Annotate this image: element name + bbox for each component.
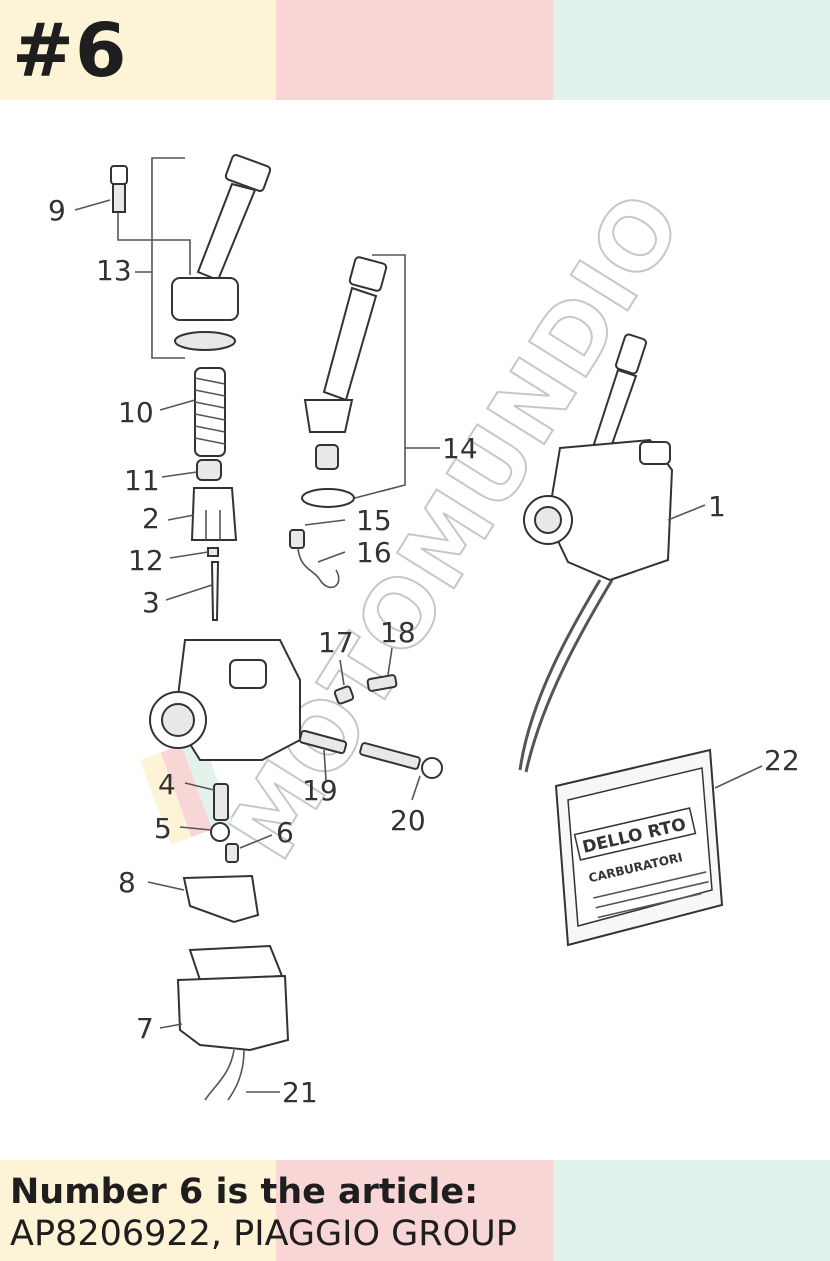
part-12-clip bbox=[207, 547, 219, 557]
band-segment-mint bbox=[553, 1160, 830, 1261]
part-4-jet bbox=[213, 783, 229, 821]
page-title: #6 bbox=[12, 8, 128, 94]
callout-4: 4 bbox=[158, 768, 176, 801]
caption-heading: Number 6 is the article: bbox=[10, 1172, 479, 1212]
leader-1 bbox=[667, 504, 706, 521]
callout-14: 14 bbox=[442, 432, 478, 465]
callout-2: 2 bbox=[142, 502, 160, 535]
callout-7: 7 bbox=[136, 1012, 154, 1045]
part-8-clamp bbox=[182, 874, 260, 924]
part-14-cable-cover bbox=[301, 256, 388, 508]
leader-22 bbox=[714, 765, 763, 789]
leader-7 bbox=[159, 1023, 183, 1029]
leader-15 bbox=[304, 519, 346, 526]
leader-3 bbox=[165, 584, 213, 601]
leader-11 bbox=[161, 471, 198, 478]
leader-6 bbox=[239, 834, 273, 849]
part-9-bolt bbox=[110, 165, 128, 213]
callout-11: 11 bbox=[124, 464, 160, 497]
part-20-screw bbox=[359, 742, 443, 779]
callout-17: 17 bbox=[318, 626, 354, 659]
part-10-spring bbox=[194, 367, 226, 457]
footer-color-band bbox=[0, 1160, 830, 1261]
callout-20: 20 bbox=[390, 804, 426, 837]
callout-9: 9 bbox=[48, 194, 66, 227]
band-segment-mint bbox=[553, 0, 830, 100]
leader-18 bbox=[387, 647, 393, 676]
leader-10 bbox=[159, 399, 196, 411]
callout-22: 22 bbox=[764, 744, 800, 777]
band-segment-pink bbox=[276, 0, 553, 100]
leader-12 bbox=[169, 551, 209, 559]
part-17-screw bbox=[333, 685, 355, 705]
band-segment-cream bbox=[0, 0, 276, 100]
callout-18: 18 bbox=[380, 616, 416, 649]
part-19-screw bbox=[298, 729, 348, 755]
band-segment-cream bbox=[0, 1160, 276, 1261]
part-6-jet bbox=[225, 843, 239, 863]
callout-3: 3 bbox=[142, 586, 160, 619]
callout-1: 1 bbox=[708, 490, 726, 523]
callout-12: 12 bbox=[128, 544, 164, 577]
callout-15: 15 bbox=[356, 504, 392, 537]
leader-19 bbox=[323, 749, 327, 781]
header-color-band bbox=[0, 0, 830, 100]
callout-8: 8 bbox=[118, 866, 136, 899]
exploded-parts-diagram: MOTOMUNDIO bbox=[48, 154, 800, 1109]
part-carburetor-body bbox=[149, 639, 301, 761]
leader-13-inner bbox=[117, 208, 191, 275]
part-18-screw bbox=[366, 674, 398, 692]
part-5-jet bbox=[210, 822, 230, 842]
bracket-14 bbox=[354, 254, 406, 499]
callout-6: 6 bbox=[276, 816, 294, 849]
leader-4 bbox=[184, 782, 215, 791]
callout-16: 16 bbox=[356, 536, 392, 569]
part-22-sticker: DELLO RTO CARBURATORI bbox=[554, 748, 724, 947]
caption-article-number: AP8206922, PIAGGIO GROUP bbox=[10, 1214, 517, 1254]
callout-10: 10 bbox=[118, 396, 154, 429]
part-1-assembled-carburetor bbox=[518, 333, 674, 773]
part-15-16-fuel-fitting bbox=[289, 529, 340, 589]
leader-5 bbox=[179, 826, 212, 831]
leader-2 bbox=[167, 514, 195, 521]
part-13-cable-fitting bbox=[171, 154, 272, 351]
part-2-throttle-slide bbox=[190, 487, 238, 541]
callout-19: 19 bbox=[302, 774, 338, 807]
part-11-needle-retainer bbox=[196, 459, 222, 481]
part-7-float-bowl bbox=[176, 944, 290, 1101]
callout-21: 21 bbox=[282, 1076, 318, 1109]
leader-8 bbox=[147, 881, 185, 891]
bracket-13 bbox=[151, 157, 185, 359]
leader-16 bbox=[317, 551, 346, 563]
callout-5: 5 bbox=[154, 812, 172, 845]
leader-9 bbox=[74, 199, 111, 211]
leader-17 bbox=[339, 659, 345, 686]
band-segment-pink bbox=[276, 1160, 553, 1261]
article-caption: Number 6 is the article: AP8206922, PIAG… bbox=[10, 1170, 825, 1254]
leader-20 bbox=[411, 775, 421, 801]
part-3-needle bbox=[210, 561, 220, 621]
callout-13: 13 bbox=[96, 254, 132, 287]
